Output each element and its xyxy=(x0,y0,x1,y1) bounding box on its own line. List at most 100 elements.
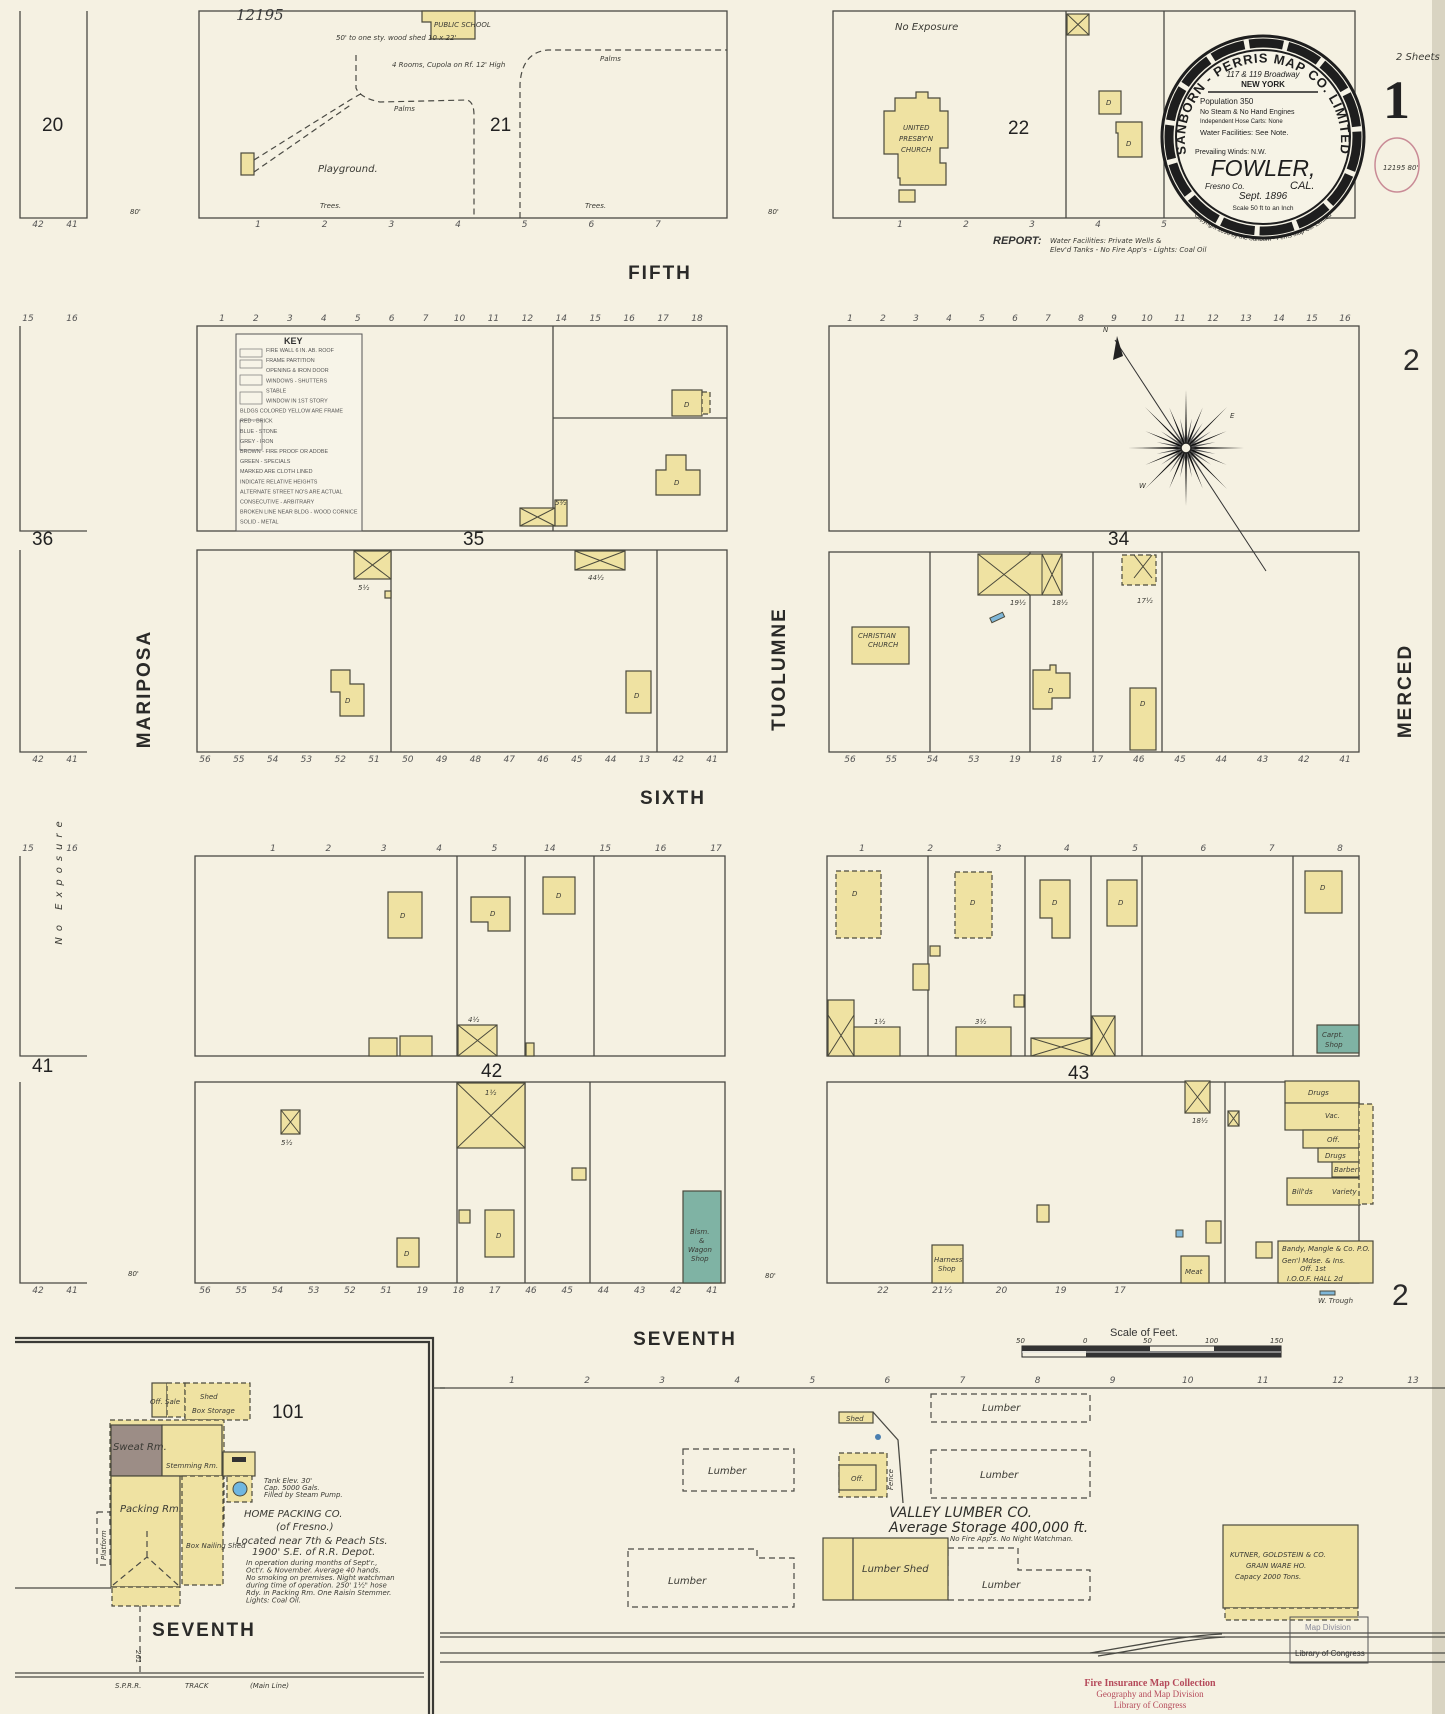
lot-number: 10 xyxy=(1141,314,1153,324)
street-seventh: SEVENTH xyxy=(633,1329,737,1350)
scale-text: Scale 50 ft to an Inch xyxy=(1232,205,1293,212)
lot-number: 42 xyxy=(32,220,44,230)
home-packing-location-1: Located near 7th & Peach Sts. xyxy=(236,1536,388,1547)
compass-ray xyxy=(1186,418,1192,448)
lumber-shed xyxy=(822,1537,949,1601)
compass-ray xyxy=(1186,447,1244,449)
dwelling xyxy=(1129,687,1157,751)
dwelling-label: D xyxy=(1320,884,1326,892)
palms-label: Palms xyxy=(600,55,621,63)
compass-ray xyxy=(1186,448,1211,465)
home-packing-note: In operation during months of Sept'r., xyxy=(246,1559,377,1567)
lumber-label: Lumber xyxy=(982,1580,1021,1591)
block-number-43: 43 xyxy=(1068,1063,1089,1084)
compass-ray xyxy=(1186,423,1203,448)
key-line: GREEN - SPECIALS xyxy=(240,459,291,465)
lot-number: 4 xyxy=(436,844,442,854)
general-store-iof-hall xyxy=(1277,1240,1374,1284)
home-packing-subtitle: (of Fresno.) xyxy=(276,1522,333,1533)
lot-number: 45 xyxy=(561,1286,573,1296)
lot-number: 3 xyxy=(659,1376,665,1386)
story-height: 44½ xyxy=(588,574,604,582)
lot-number: 3 xyxy=(1029,220,1035,230)
compass-rose: N E W xyxy=(1103,326,1267,572)
kutner-capacity: Capacy 2000 Tons. xyxy=(1235,1573,1301,1581)
water-tank-icon xyxy=(232,1481,248,1497)
compass-ray xyxy=(1186,406,1228,448)
lot-number: 18 xyxy=(1051,755,1063,765)
date-text: Sept. 1896 xyxy=(1239,191,1288,202)
scale-tick: 100 xyxy=(1205,1337,1219,1345)
key-line: CONSECUTIVE - ARBITRARY xyxy=(240,500,315,506)
valley-lumber-yard: Lumber Lumber Lumber Lumber Lumber Lumbe… xyxy=(627,1393,1091,1608)
lot-number: 17 xyxy=(489,1286,501,1296)
street-mariposa: MARIPOSA xyxy=(134,630,155,748)
lot-number: 16 xyxy=(66,844,78,854)
lot-number: 41 xyxy=(66,220,77,230)
lot-number: 55 xyxy=(886,755,898,765)
home-packing-inset: Off. Sale Shed Box Storage Sweat Rm. Ste… xyxy=(15,1336,445,1714)
compass-ray xyxy=(1161,448,1186,465)
lot-number: 42 xyxy=(1298,755,1310,765)
lot-number: 52 xyxy=(334,755,346,765)
lot-number: 3 xyxy=(381,844,387,854)
variety-label: Variety xyxy=(1332,1188,1358,1196)
lot-number: 14 xyxy=(544,844,556,854)
public-school-label: PUBLIC SCHOOL xyxy=(434,21,491,29)
lot-number: 3 xyxy=(996,844,1002,854)
lot-number: 7 xyxy=(1045,314,1051,324)
report-label: REPORT: xyxy=(993,235,1042,247)
lot-number: 42 xyxy=(32,1286,44,1296)
harness-label-1: Harness xyxy=(934,1256,963,1264)
dwelling-label: D xyxy=(556,892,562,900)
home-packing-note: No smoking on premises. Night watchman xyxy=(246,1574,395,1582)
kutner-type: GRAIN WARE HO. xyxy=(1246,1562,1306,1570)
compass-ray xyxy=(1186,407,1203,448)
wc-building xyxy=(240,152,255,176)
dwelling-label: D xyxy=(970,899,976,907)
packing-room xyxy=(110,1475,181,1588)
lot-number: 7 xyxy=(960,1376,966,1386)
dwelling-label: D xyxy=(1118,899,1124,907)
compass-ray xyxy=(1186,431,1227,448)
story-height: 3½ xyxy=(975,1018,986,1026)
map-division-stamp: Map Division xyxy=(1305,1623,1351,1632)
key-line: BLUE - STONE xyxy=(240,429,278,435)
lot-number: 10 xyxy=(454,314,466,324)
lot-number: 3 xyxy=(913,314,919,324)
lot-number: 1 xyxy=(897,220,903,230)
dwelling xyxy=(1032,664,1071,710)
block-42-buildings: 1½ 5½ D D Blsm. & Wagon Shop xyxy=(280,1082,722,1284)
lot-number: 3 xyxy=(388,220,394,230)
billiards-label: Bill'ds xyxy=(1292,1188,1313,1196)
receipt-stamp: 12195 80' xyxy=(1374,137,1420,193)
row4-right-buildings: D D D D D 1½ 3½ Carpt. Shop xyxy=(827,870,1360,1057)
block-22-details: No Exposure UNITED PRESBY'N CHURCH D D xyxy=(883,13,1143,203)
hose-carts-text: Independent Hose Carts: None xyxy=(1200,119,1283,125)
collection-stamp-line-2: Geography and Map Division xyxy=(1096,1689,1204,1699)
lot-number: 5 xyxy=(979,314,985,324)
key-line: FIRE WALL 6 IN. AB. ROOF xyxy=(266,348,335,354)
left-column-blocks xyxy=(19,11,88,1284)
dwelling xyxy=(655,454,701,496)
lot-number: 43 xyxy=(634,1286,646,1296)
dwelling-label: D xyxy=(490,910,496,918)
railroad-tracks xyxy=(440,1632,1445,1663)
lot-number: 14 xyxy=(1273,314,1285,324)
dwelling xyxy=(330,669,365,717)
lot-number: 13 xyxy=(639,755,651,765)
dwelling-label: D xyxy=(634,692,640,700)
lot-number: 11 xyxy=(1257,1376,1268,1386)
lot-number: 4 xyxy=(455,220,461,230)
scale-bar: Scale of Feet. 50 0 50 100 150 xyxy=(1016,1327,1284,1358)
lot-number: 46 xyxy=(1133,755,1145,765)
lot-number: 56 xyxy=(844,755,856,765)
lot-number: 2 xyxy=(253,314,259,324)
dwelling xyxy=(1098,90,1122,115)
dwelling xyxy=(1106,879,1138,927)
lot-number: 8 xyxy=(1337,844,1343,854)
church-steps xyxy=(898,189,916,203)
compass-west-label: W xyxy=(1139,482,1147,490)
compass-ray xyxy=(1186,442,1216,448)
